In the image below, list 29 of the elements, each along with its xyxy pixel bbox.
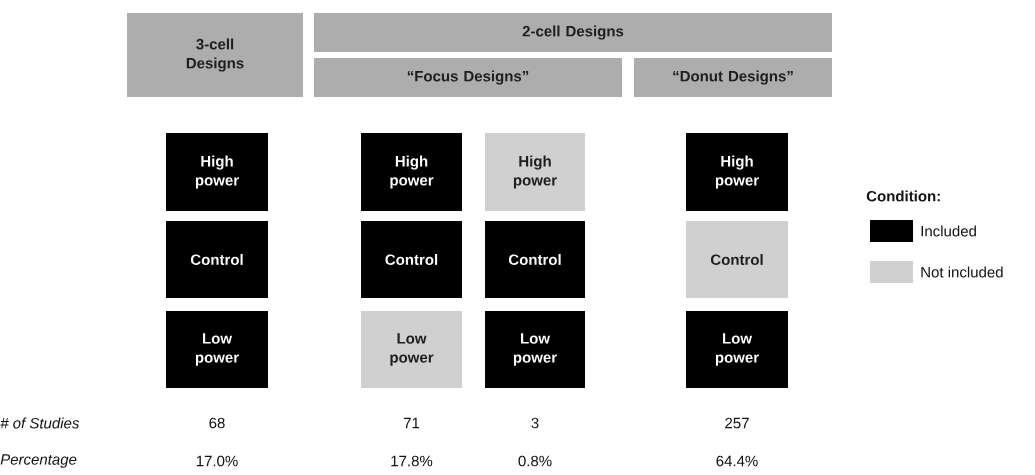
condition-box: High power [166, 133, 268, 211]
condition-box: High power [686, 133, 788, 211]
condition-box: Low power [361, 311, 462, 388]
header-box: “Donut Designs” [634, 58, 832, 97]
condition-box: Control [361, 221, 462, 298]
legend-label: Not included [921, 266, 1003, 278]
table-value: 17.0% [196, 455, 238, 467]
condition-box: High power [361, 133, 462, 211]
condition-box: Control [166, 221, 268, 298]
table-value: 3 [531, 417, 539, 429]
legend-title: Condition: [866, 190, 940, 202]
condition-box: Control [485, 221, 585, 298]
table-value: 17.8% [391, 455, 433, 467]
header-box: 3-cell Designs [127, 13, 303, 97]
table-value: 0.8% [518, 455, 552, 467]
table-value: 71 [403, 417, 420, 429]
table-value: 257 [725, 417, 749, 429]
condition-box: Control [686, 221, 788, 298]
header-box: 2-cell Designs [314, 13, 832, 52]
row-label: # of Studies [0, 417, 80, 429]
table-value: 64.4% [716, 455, 758, 467]
condition-box: Low power [485, 311, 585, 388]
condition-box: Low power [166, 311, 268, 388]
condition-box: High power [485, 133, 585, 211]
condition-box: Low power [686, 311, 788, 388]
table-value: 68 [209, 417, 225, 429]
row-label: Percentage [0, 454, 77, 468]
header-box: “Focus Designs” [314, 58, 622, 97]
legend-label: Included [921, 225, 976, 237]
